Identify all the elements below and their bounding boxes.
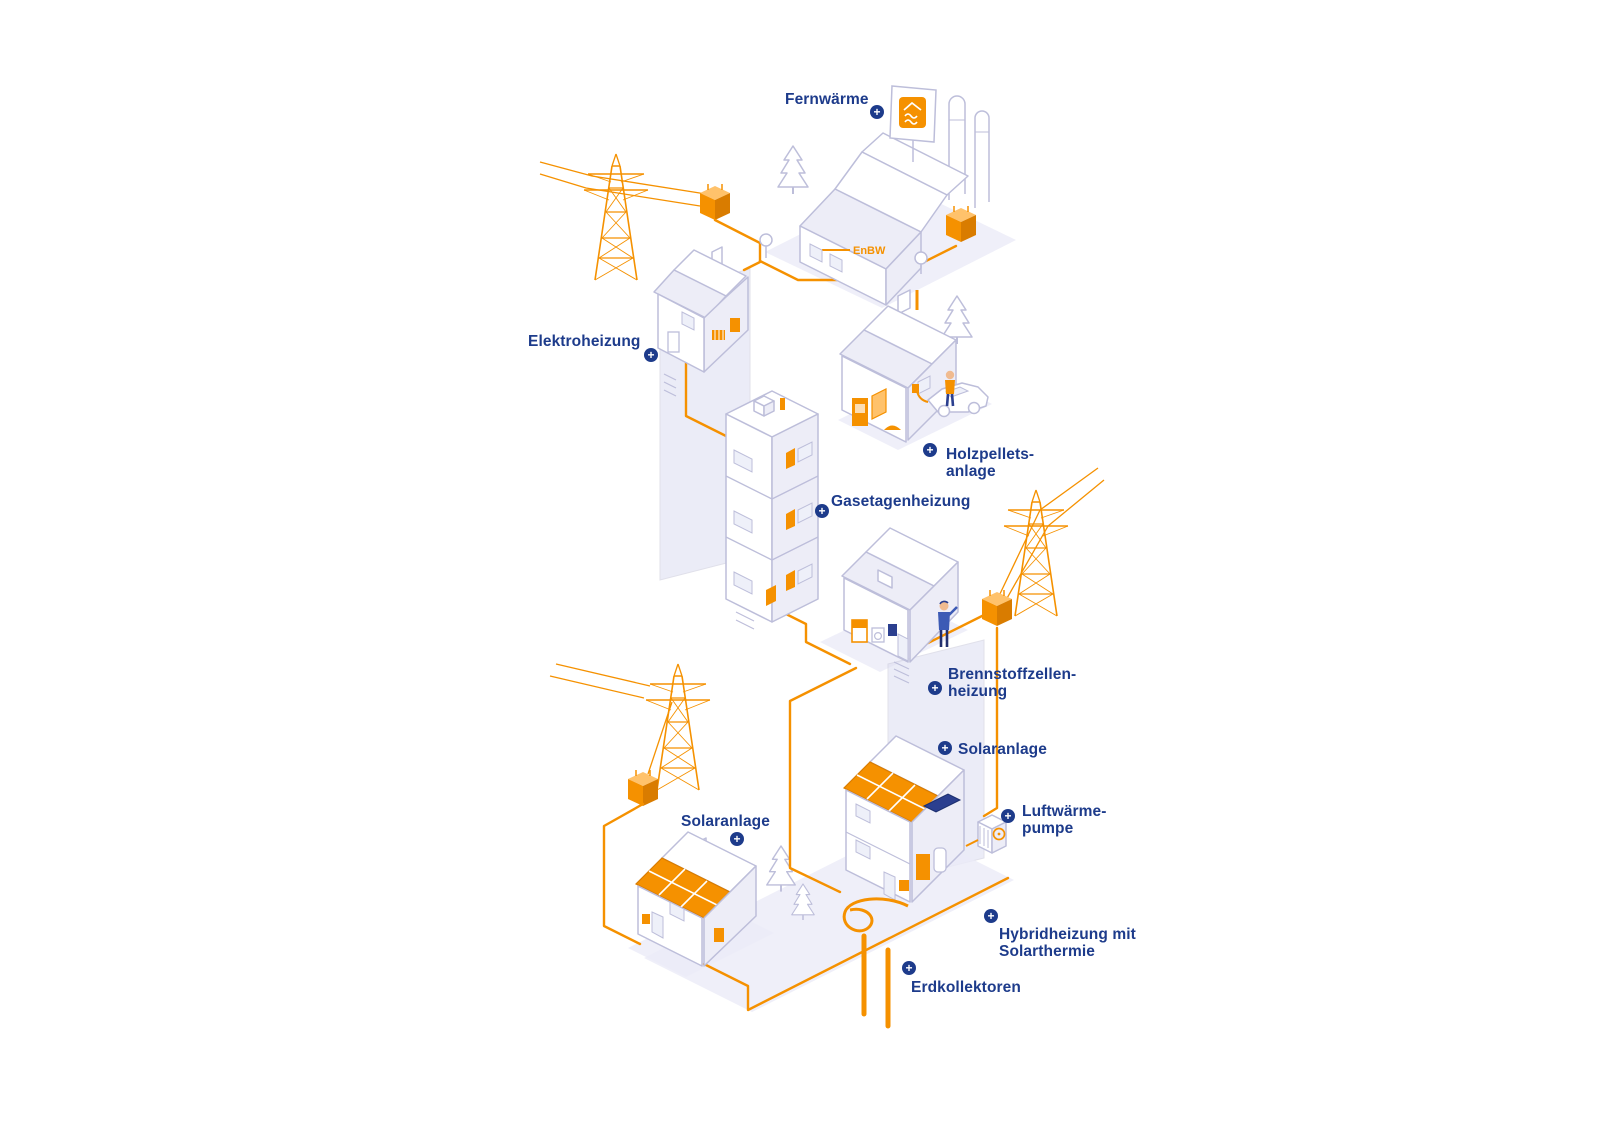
gas-wall-heater — [786, 570, 795, 591]
solaranlage-left-plus-icon[interactable]: + — [730, 832, 744, 846]
house-brennstoffzellen — [841, 527, 959, 684]
label-solaranlage-left: Solaranlage — [681, 813, 770, 830]
label-elektroheizung: Elektroheizung — [528, 333, 641, 350]
luftwaermepumpe-plus-icon[interactable]: + — [1001, 809, 1015, 823]
label-brennstoffzellen: Brennstoffzellen- heizung — [948, 666, 1077, 700]
solaranlage-right-plus-icon[interactable]: + — [938, 741, 952, 755]
transformer-box — [981, 589, 1013, 627]
transformer-box — [627, 769, 659, 807]
powerline-top-left — [539, 153, 731, 281]
gas-wall-heater — [786, 509, 795, 530]
house-solaranlage-left — [634, 831, 757, 967]
gasetagenheizung-plus-icon[interactable]: + — [815, 504, 829, 518]
air-heat-pump-unit — [965, 814, 1007, 854]
apartment-gasetagenheizung — [725, 390, 819, 630]
powerline-mid-left — [549, 663, 711, 807]
house-holzpellets — [839, 289, 989, 443]
hybridheizung-plus-icon[interactable]: + — [984, 909, 998, 923]
hybrid-boiler — [916, 854, 930, 880]
label-erdkollektoren: Erdkollektoren — [911, 979, 1021, 996]
enbw-logo: EnBW — [853, 245, 886, 257]
label-hybridheizung: Hybridheizung mit Solarthermie — [999, 926, 1136, 960]
label-fernwaerme: Fernwärme — [785, 91, 869, 108]
label-solaranlage-right: Solaranlage — [958, 741, 1047, 758]
solar-thermal-collector — [922, 793, 962, 813]
street-lamps — [759, 233, 928, 274]
transformer-box — [699, 183, 731, 221]
holzpellets-plus-icon[interactable]: + — [923, 443, 937, 457]
house-hybrid — [842, 735, 1007, 903]
powerline-right — [981, 467, 1105, 627]
house-elektroheizung — [653, 246, 749, 397]
elektroheizung-plus-icon[interactable]: + — [644, 348, 658, 362]
label-holzpellets: Holzpellets- anlage — [946, 446, 1035, 480]
fernwaerme-plus-icon[interactable]: + — [870, 105, 884, 119]
erdkollektoren-plus-icon[interactable]: + — [902, 961, 916, 975]
label-gasetagenheizung: Gasetagenheizung — [831, 493, 971, 510]
erdkollektoren-pipes — [842, 897, 909, 1029]
brennstoffzellen-plus-icon[interactable]: + — [928, 681, 942, 695]
district-heating-plant: EnBW — [799, 85, 990, 306]
label-luftwaermepumpe: Luftwärme- pumpe — [1022, 803, 1107, 837]
person — [938, 600, 958, 647]
gas-wall-heater — [786, 448, 795, 469]
